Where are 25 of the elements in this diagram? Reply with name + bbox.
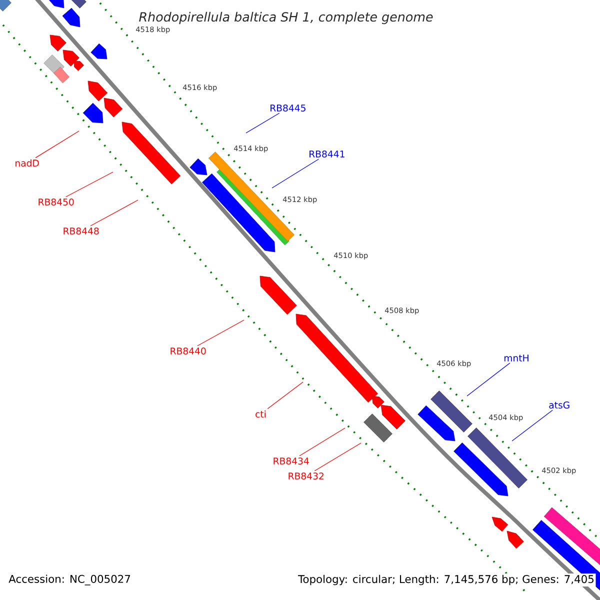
footer-text: Topology: circular; Length: 7,145,576 bp; Genes: 7,405 (296, 574, 596, 586)
gene-label: atsG (549, 401, 570, 409)
gene-label: RB8448 (64, 227, 99, 235)
leader-line (512, 410, 553, 442)
leader-line (267, 382, 304, 410)
leader-line (246, 112, 280, 134)
gene-label: RB8434 (274, 457, 309, 465)
gene-label: nadD (16, 159, 39, 167)
leader-line (466, 362, 510, 396)
leader-line (272, 158, 319, 188)
footer-text: Accession: NC_005027 (7, 573, 132, 587)
leader-line (65, 172, 114, 198)
gene-label: RB8440 (170, 347, 206, 355)
leader-line (90, 200, 138, 226)
title: Rhodopirellula baltica SH 1, complete genome (139, 12, 433, 24)
leader-line (299, 428, 346, 456)
gene-label: RB8445 (270, 104, 306, 112)
gene-label: RB8432 (288, 472, 324, 480)
gene-label: cti (256, 410, 266, 418)
leader-line (35, 130, 80, 158)
leader-line (314, 442, 362, 472)
leader-line (197, 320, 244, 346)
gene-label: RB8441 (310, 150, 344, 158)
gene-label: mntH (504, 354, 528, 362)
gene-label: RB8450 (38, 198, 74, 206)
